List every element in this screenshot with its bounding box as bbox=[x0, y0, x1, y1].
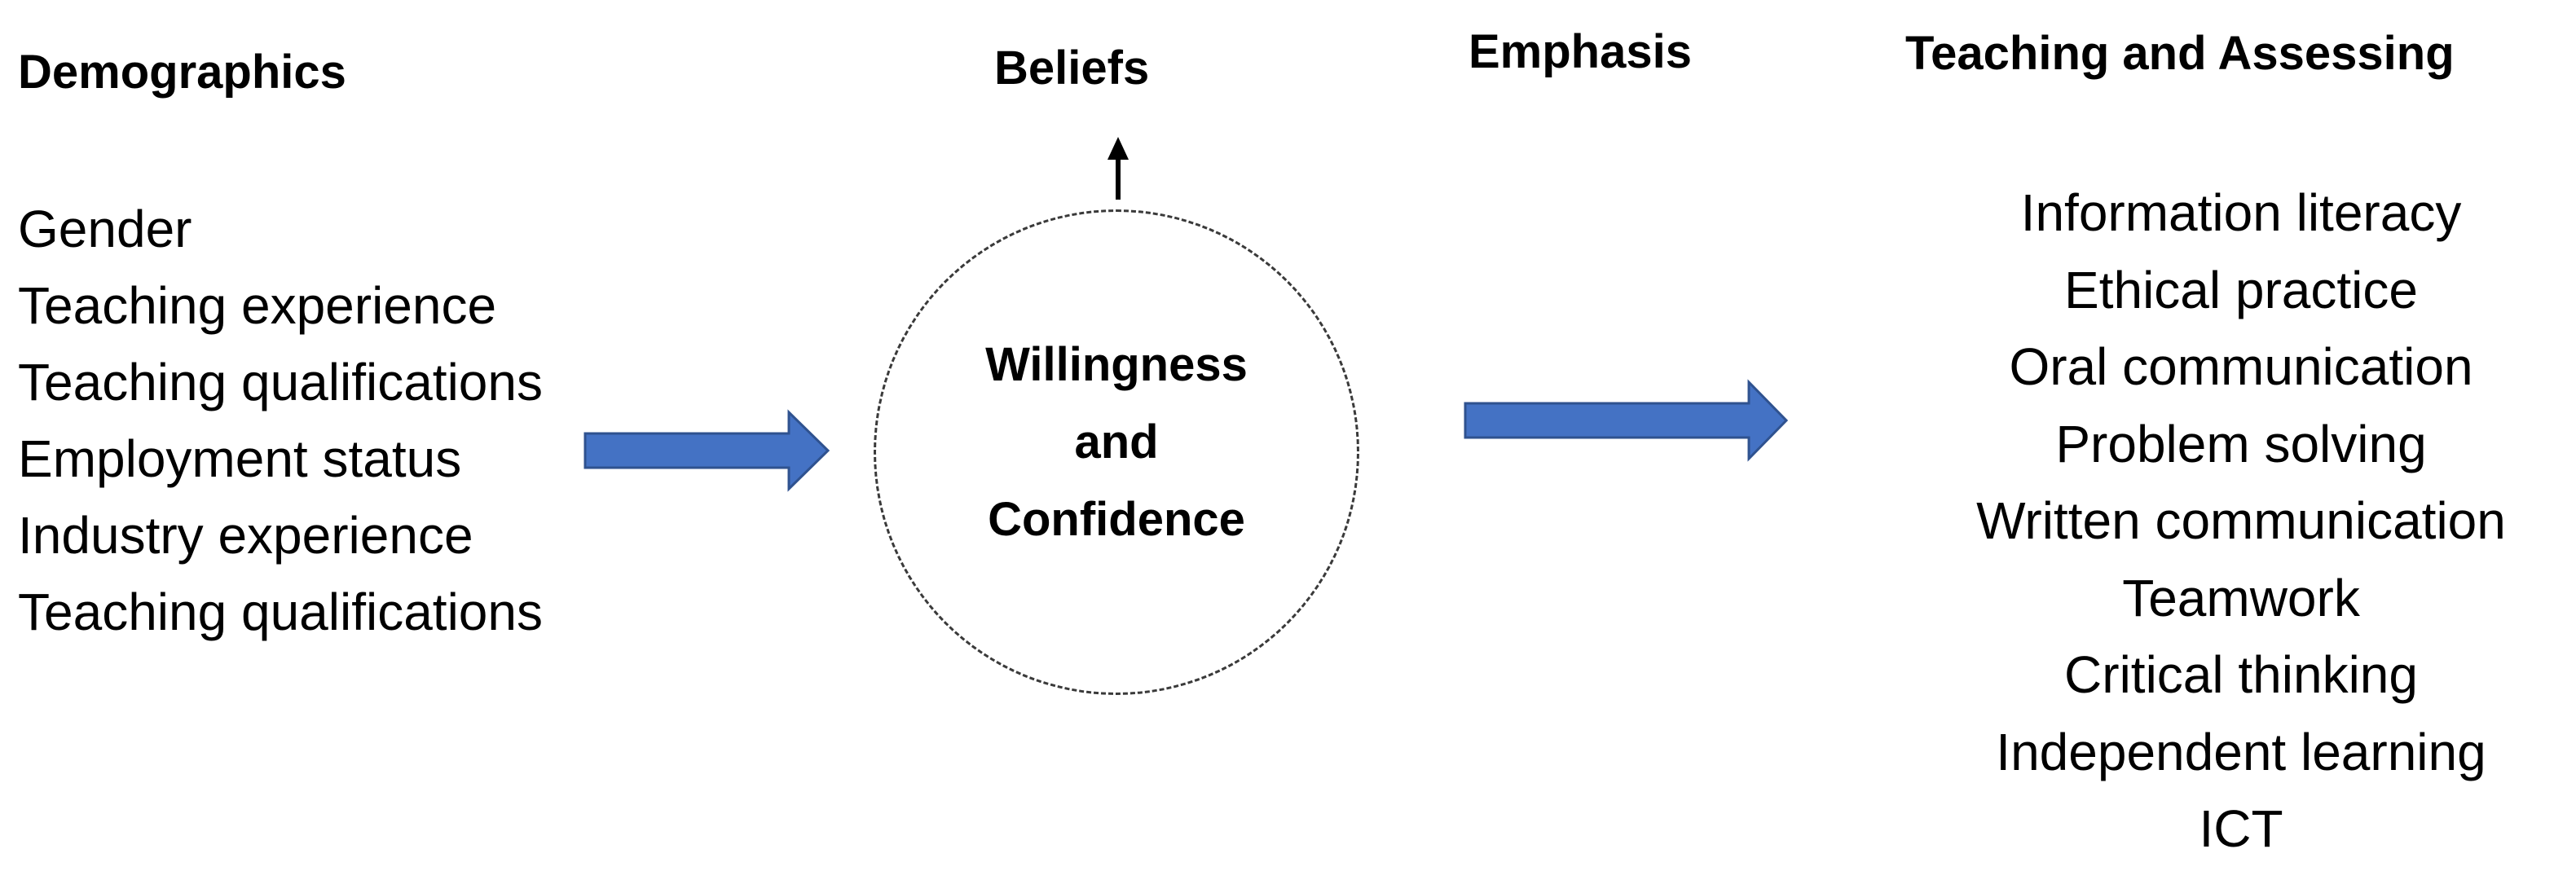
demographic-item: Teaching qualifications bbox=[18, 353, 543, 411]
demographic-item: Teaching qualifications bbox=[18, 583, 543, 641]
demographic-item: Employment status bbox=[18, 429, 462, 488]
demographics-heading: Demographics bbox=[18, 46, 346, 99]
center-label-line: Confidence bbox=[988, 493, 1245, 546]
skill-item: Teamwork bbox=[2122, 568, 2360, 627]
skill-item: Problem solving bbox=[2055, 414, 2427, 473]
emphasis-heading: Emphasis bbox=[1469, 25, 1692, 78]
skill-item: ICT bbox=[2199, 799, 2283, 858]
demographics-list: Gender Teaching experience Teaching qual… bbox=[18, 191, 543, 650]
skill-item: Ethical practice bbox=[2064, 260, 2418, 319]
demographic-item: Teaching experience bbox=[18, 276, 497, 335]
teaching-assessing-list: Information literacy Ethical practice Or… bbox=[1907, 174, 2575, 868]
skill-item: Information literacy bbox=[2020, 183, 2462, 242]
center-label-line: and bbox=[1074, 416, 1159, 468]
skill-item: Written communication bbox=[1976, 491, 2506, 550]
emphasis-arrow bbox=[1464, 379, 1789, 462]
teaching-assessing-heading: Teaching and Assessing bbox=[1905, 27, 2455, 80]
willingness-confidence-circle bbox=[874, 209, 1359, 695]
beliefs-heading: Beliefs bbox=[994, 42, 1150, 95]
demographic-item: Gender bbox=[18, 200, 192, 258]
center-label: Willingness and Confidence bbox=[874, 326, 1359, 558]
beliefs-up-arrow bbox=[1107, 137, 1129, 200]
demographics-to-circle-arrow bbox=[583, 409, 830, 492]
skill-item: Critical thinking bbox=[2064, 645, 2418, 704]
demographic-item: Industry experience bbox=[18, 506, 473, 565]
skill-item: Oral communication bbox=[2009, 337, 2473, 396]
skill-item: Independent learning bbox=[1996, 722, 2486, 781]
center-label-line: Willingness bbox=[985, 338, 1248, 391]
